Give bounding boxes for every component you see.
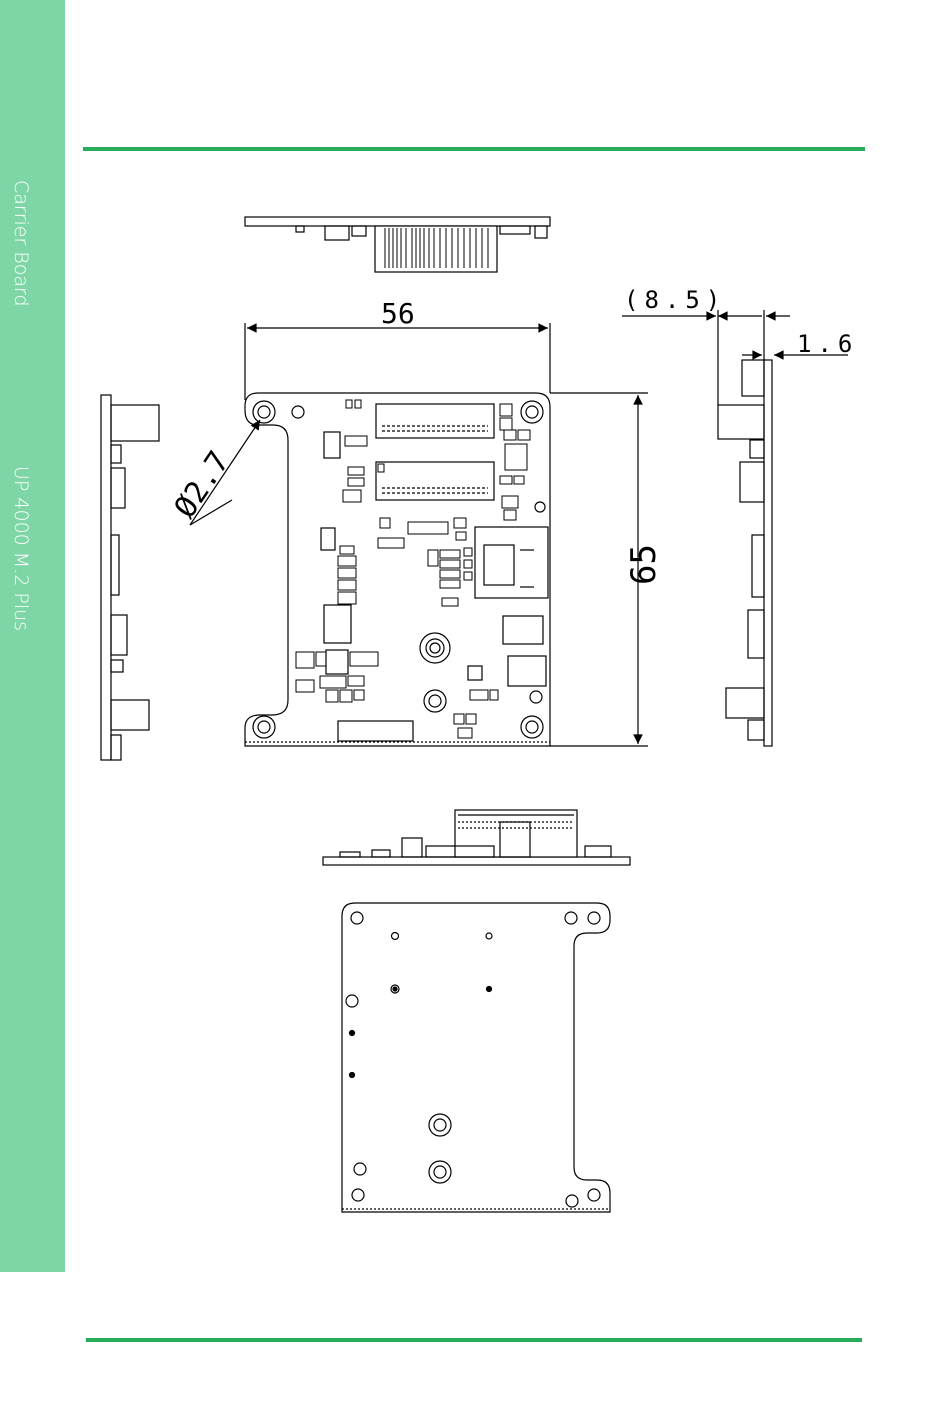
board-bottom-view	[342, 903, 610, 1212]
hole-dimension-label: Ø2.7	[168, 445, 237, 524]
board-top-view	[245, 393, 550, 746]
left-side-view	[101, 395, 159, 760]
bottom-edge-view	[323, 810, 630, 865]
height-dimension-label: 65	[624, 544, 664, 585]
top-edge-view	[245, 217, 550, 272]
offset-dimension-label: (8.5)	[624, 286, 726, 314]
width-dimension-label: 56	[381, 297, 415, 330]
right-side-view	[718, 360, 772, 746]
thickness-dimension-label: 1.6	[797, 330, 858, 358]
